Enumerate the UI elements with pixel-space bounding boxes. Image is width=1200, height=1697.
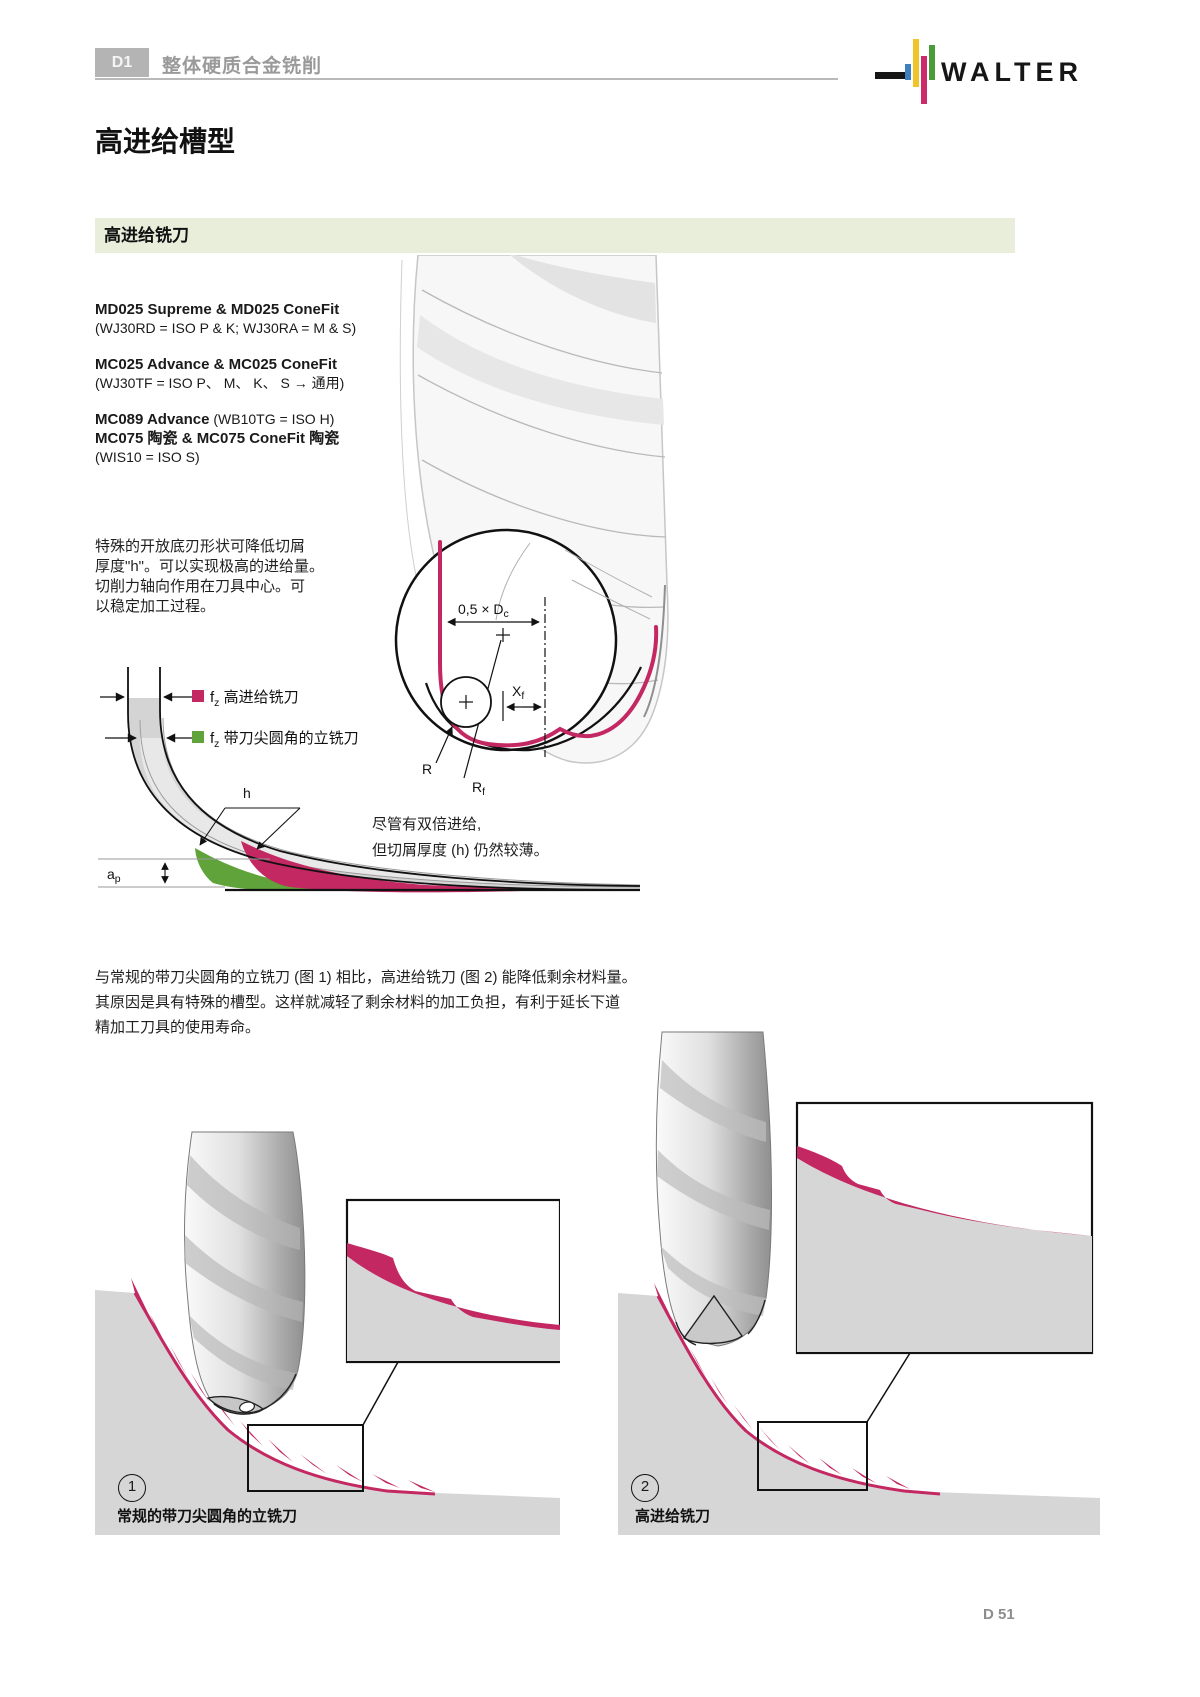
product-group: MD025 Supreme & MD025 ConeFit (WJ30RD = … <box>95 300 425 338</box>
page-title: 高进给槽型 <box>95 126 236 157</box>
chapter-badge: D1 <box>95 48 149 77</box>
ap-label: ap <box>107 866 121 885</box>
header-rule <box>95 78 838 80</box>
product-name-bold: MC089 Advance <box>95 411 210 428</box>
intro-line: 特殊的开放底刃形状可降低切屑 <box>95 538 306 555</box>
detail-circle-flute-lines <box>495 542 653 621</box>
h-label: h <box>243 785 251 801</box>
figure-1-panel: 1 常规的带刀尖圆角的立铣刀 <box>95 1000 562 1535</box>
walter-logo: WALTER <box>855 33 1110 111</box>
walter-logo-icon: WALTER <box>875 39 1083 104</box>
dc-dimension-label: 0,5 × Dc <box>458 601 509 620</box>
logo-bar-green <box>929 45 935 80</box>
page-number: D 51 <box>983 1606 1015 1623</box>
magenta-chip-wedge <box>241 841 550 893</box>
section-banner-label: 高进给铣刀 <box>104 226 189 245</box>
workpiece <box>95 1290 560 1535</box>
green-chip-wedge <box>195 848 323 891</box>
product-detail-inline: (WB10TG = ISO H) <box>209 411 335 427</box>
logo-wordmark: WALTER <box>941 57 1083 87</box>
product-group: MC089 Advance (WB10TG = ISO H) MC075 陶瓷 … <box>95 410 425 467</box>
product-detail: (WJ30TF = ISO P、 M、 K、 S → 通用) <box>95 375 345 391</box>
chapter-title: 整体硬质合金铣削 <box>162 56 323 77</box>
corner-radius-end-mill <box>184 1131 306 1415</box>
ap-reference-lines <box>98 858 270 888</box>
residual-material-scallops <box>654 1283 910 1489</box>
product-list: MD025 Supreme & MD025 ConeFit (WJ30RD = … <box>95 300 425 484</box>
figure-1-illustration <box>95 1131 562 1535</box>
xf-label: Xf <box>512 683 524 702</box>
detail-box-residual <box>347 1243 560 1330</box>
note-line: 尽管有双倍进给, <box>372 816 482 833</box>
product-name: MD025 Supreme & MD025 ConeFit <box>95 301 340 318</box>
flutes <box>657 1060 770 1316</box>
h-leaders <box>199 807 301 850</box>
corner-radius-center-mark <box>459 695 473 709</box>
residual-material-curve <box>656 1295 941 1496</box>
body-line: 精加工刀具的使用寿命。 <box>95 1019 261 1036</box>
body-line: 与常规的带刀尖圆角的立铣刀 (图 1) 相比，高进给铣刀 (图 2) 能降低剩余… <box>95 969 637 986</box>
detail-box-workpiece <box>797 1158 1092 1352</box>
flutes <box>184 1155 303 1390</box>
logo-bar-yellow <box>913 39 919 87</box>
legend-swatch-high-feed <box>192 690 204 702</box>
figure-1-caption: 常规的带刀尖圆角的立铣刀 <box>117 1508 298 1525</box>
figure-2-panel: 2 高进给铣刀 <box>580 1000 1100 1535</box>
product-detail: (WIS10 = ISO S) <box>95 449 200 465</box>
section-banner: 高进给铣刀 <box>95 218 1015 253</box>
figure-1-number: 1 <box>118 1474 146 1502</box>
logo-bar-magenta <box>921 56 927 104</box>
r-label: R <box>422 761 432 777</box>
band-1-edges <box>127 667 641 891</box>
product-detail: (WJ30RD = ISO P & K; WJ30RA = M & S) <box>95 320 357 336</box>
body-paragraph: 与常规的带刀尖圆角的立铣刀 (图 1) 相比，高进给铣刀 (图 2) 能降低剩余… <box>95 965 1095 1040</box>
high-feed-end-mill <box>655 1031 773 1347</box>
chip-thickness-diagram: fz 高进给铣刀 fz 带刀尖圆角的立铣刀 h ap <box>98 667 641 893</box>
product-name: MC075 陶瓷 & MC075 ConeFit 陶瓷 <box>95 430 340 447</box>
residual-material-curve <box>133 1292 436 1496</box>
legend-label-high-feed: fz 高进给铣刀 <box>210 689 299 709</box>
workpiece <box>618 1293 1100 1535</box>
figure-2-caption: 高进给铣刀 <box>635 1508 711 1525</box>
callout-connector <box>866 1352 911 1423</box>
logo-dash <box>875 72 905 79</box>
body-line: 其原因是具有特殊的槽型。这样就减轻了剩余材料的加工负担，有利于延长下道 <box>95 994 621 1011</box>
callout-frame <box>247 1424 364 1492</box>
legend-swatch-corner-radius <box>192 731 204 743</box>
product-name: MC025 Advance & MC025 ConeFit <box>95 356 338 373</box>
note-line: 但切屑厚度 (h) 仍然较薄。 <box>372 842 549 859</box>
figure-2-illustration <box>618 1031 1100 1535</box>
figure-2-number: 2 <box>631 1474 659 1502</box>
rf-label: Rf <box>472 779 485 798</box>
product-group: MC025 Advance & MC025 ConeFit (WJ30TF = … <box>95 355 425 393</box>
end-mill-detail-illustration: 0,5 × Dc Xf R Rf <box>394 255 669 798</box>
double-feed-note: 尽管有双倍进给, 但切屑厚度 (h) 仍然较薄。 <box>372 812 549 864</box>
intro-line: 厚度"h"。可以实现极高的进给量。 <box>95 558 324 575</box>
legend-label-corner-radius: fz 带刀尖圆角的立铣刀 <box>210 730 359 750</box>
intro-paragraph: 特殊的开放底刃形状可降低切屑 厚度"h"。可以实现极高的进给量。 切削力轴向作用… <box>95 537 324 617</box>
callout-connector <box>362 1361 399 1426</box>
tool-path-band-2 <box>140 738 640 887</box>
product-name: MC089 Advance (WB10TG = ISO H) <box>95 410 425 429</box>
logo-bar-blue <box>905 64 911 80</box>
intro-line: 切削力轴向作用在刀具中心。可 <box>95 578 306 595</box>
detail-box-workpiece <box>347 1256 560 1361</box>
intro-line: 以稳定加工过程。 <box>95 598 216 615</box>
callout-frame <box>757 1421 868 1491</box>
